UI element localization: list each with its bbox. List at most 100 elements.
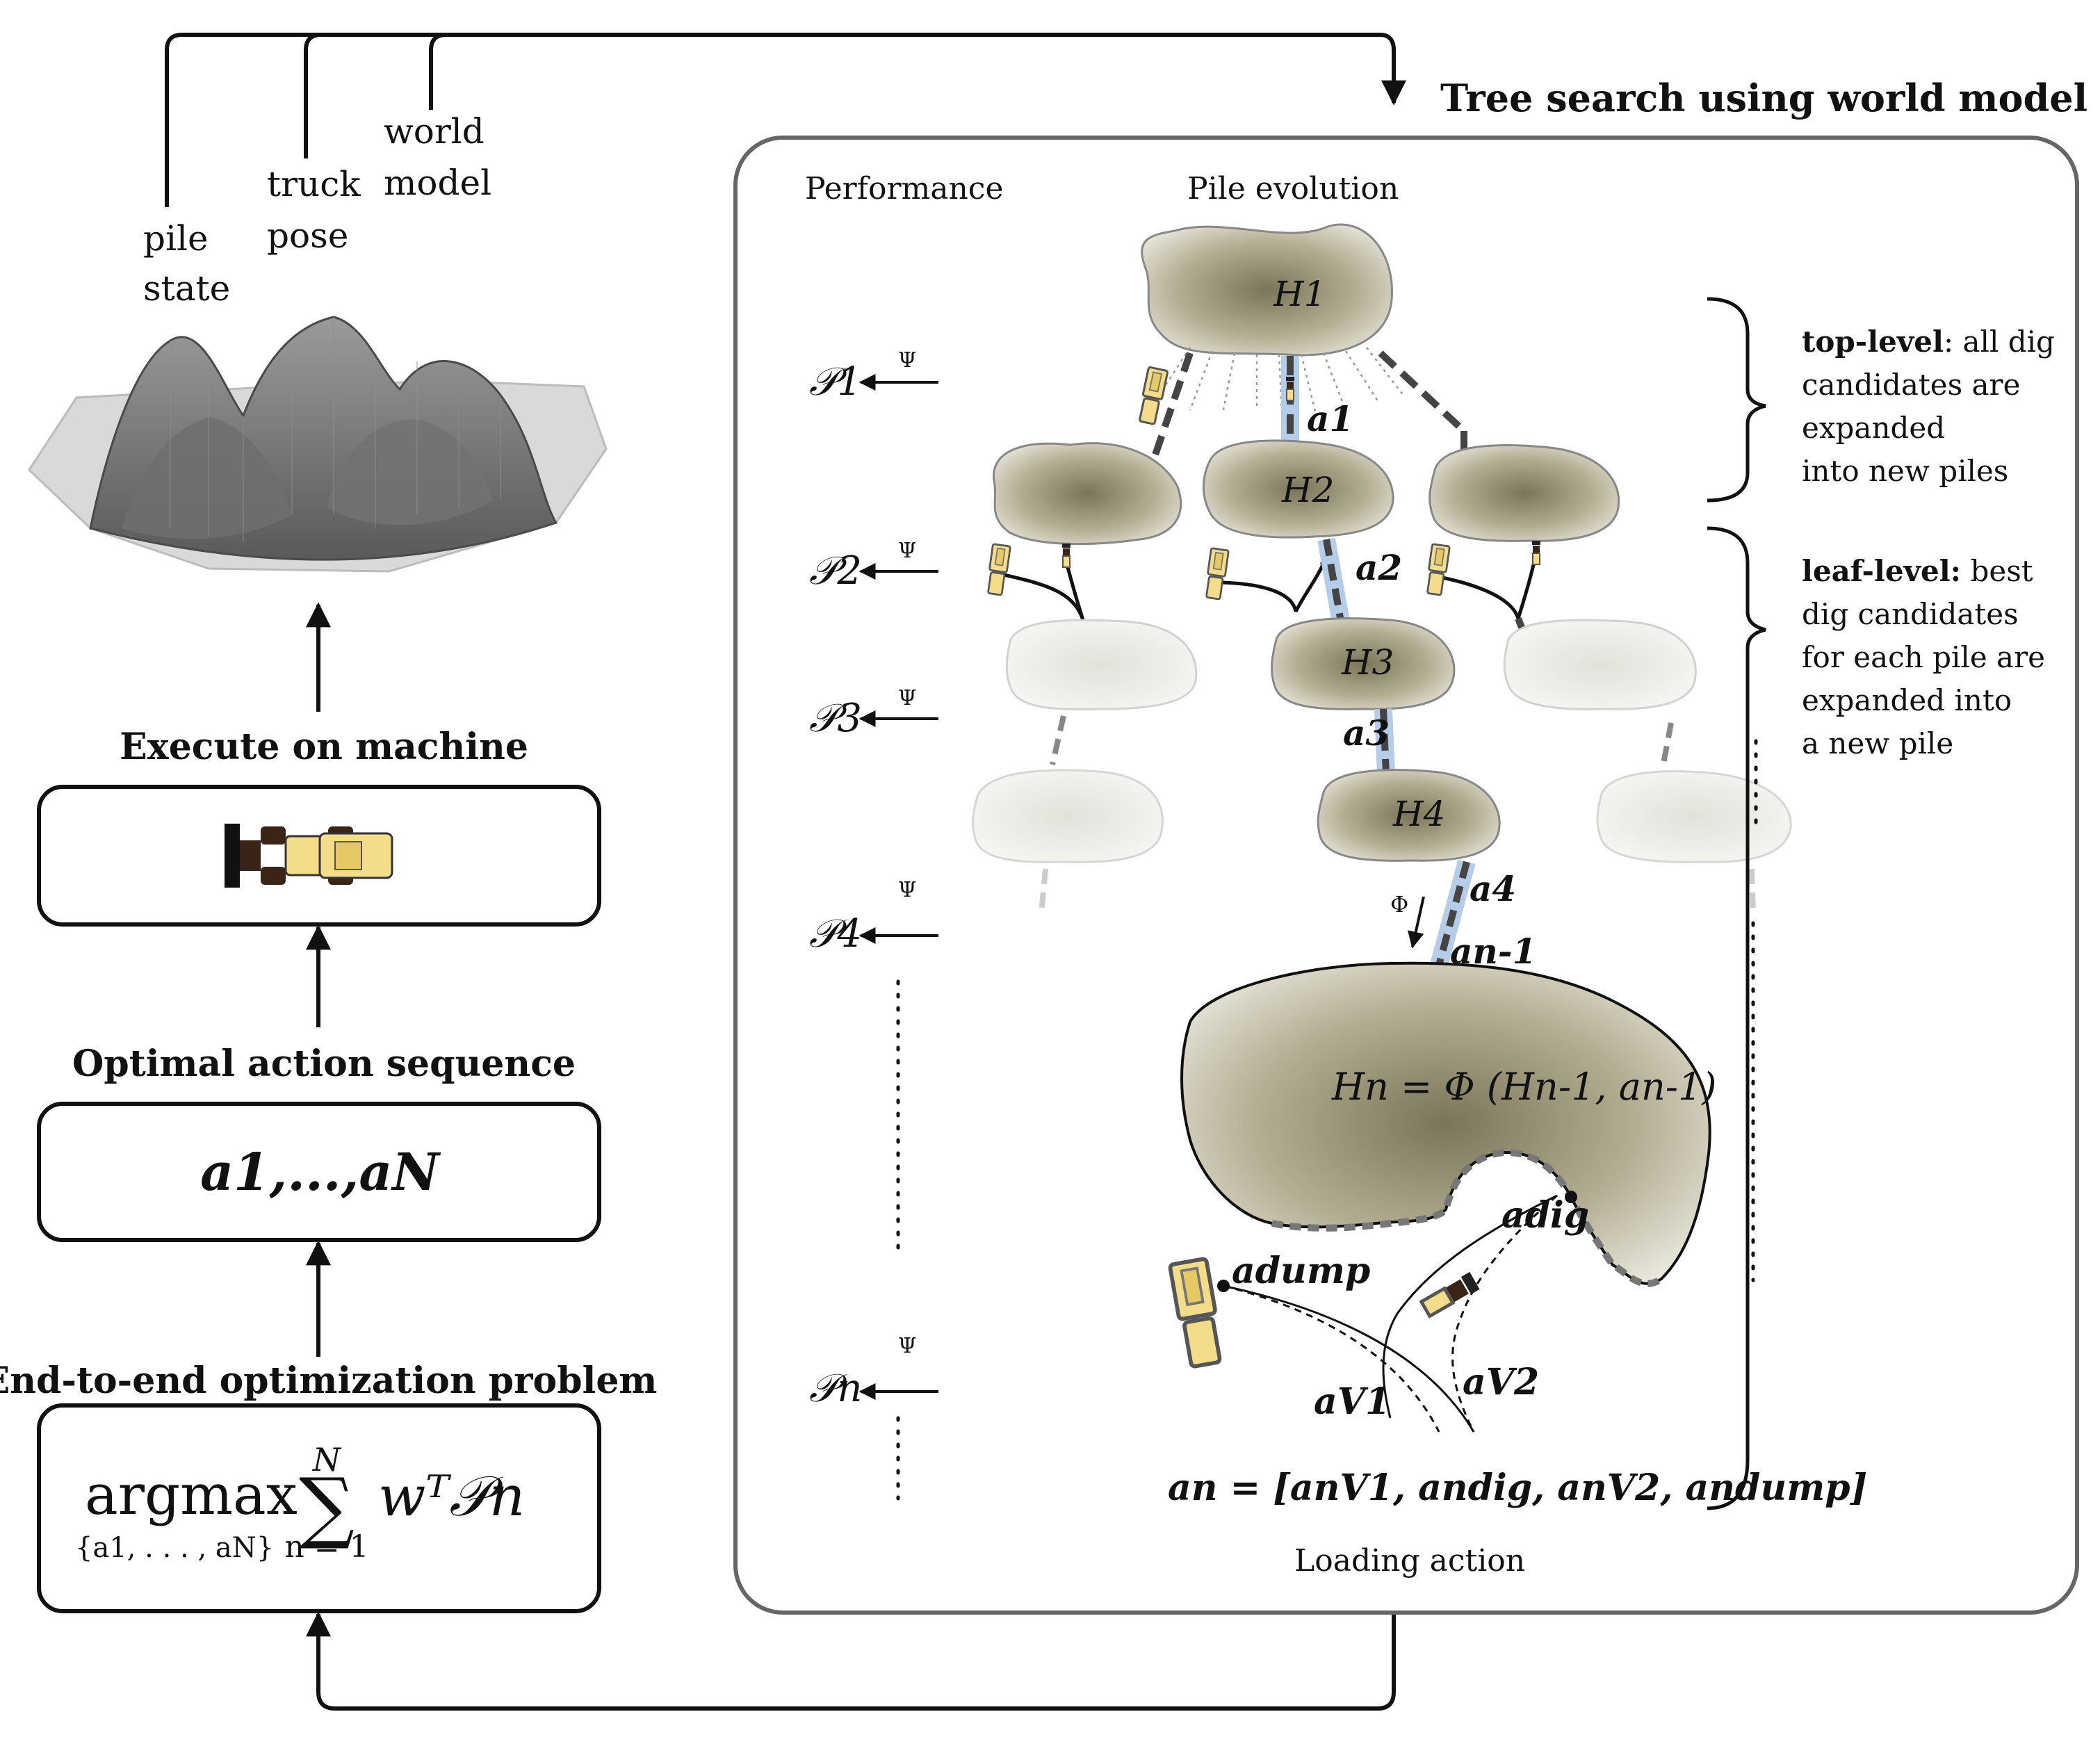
branch-h4-to-hn (1434, 861, 1470, 972)
svg-text:H2: H2 (1281, 470, 1334, 510)
pile-h2: H2 (1203, 439, 1394, 539)
svg-text:wᵀ𝒫n: wᵀ𝒫n (378, 1464, 525, 1528)
svg-text:𝒫2: 𝒫2 (809, 548, 862, 594)
pile-state-label: pile state (143, 218, 230, 309)
performance-row-3: 𝒫3 Ψ (809, 686, 938, 741)
pile-level2-right (1429, 444, 1620, 542)
svg-text:dig candidates: dig candidates (1802, 597, 2019, 631)
svg-text:model: model (384, 163, 491, 203)
performance-row-4: 𝒫4 Ψ (809, 878, 938, 956)
svg-text:expanded into: expanded into (1802, 683, 2012, 717)
svg-text:into new piles: into new piles (1802, 454, 2008, 488)
objective-box (37, 1403, 601, 1613)
svg-text:pile: pile (143, 218, 209, 259)
truck-pose-label: truck pose (267, 164, 361, 256)
loading-action-equation: an = [anV1, andig, anV2, andump] (1168, 1467, 1867, 1509)
truck-pose-wire (304, 33, 322, 158)
svg-text:𝒫4: 𝒫4 (809, 911, 862, 956)
world-model-label: world model (384, 111, 491, 203)
svg-text:Ψ: Ψ (898, 539, 916, 563)
execute-heading: Execute on machine (120, 726, 528, 768)
pile-level4-left-faded (972, 769, 1164, 863)
svg-text:H4: H4 (1392, 794, 1445, 834)
pile-h3: H3 (1271, 617, 1456, 710)
a-v1-label: aV1 (1314, 1380, 1390, 1423)
svg-text:H1: H1 (1273, 274, 1326, 314)
svg-text:𝒫3: 𝒫3 (809, 696, 862, 741)
pile-level3-left-faded (1005, 619, 1198, 711)
branch-level4-right (1749, 868, 1756, 915)
loading-action-caption: Loading action (1294, 1543, 1525, 1579)
pile-level3-right-faded (1503, 619, 1697, 710)
action-sequence-text: a1,...,aN (200, 1143, 441, 1202)
tree-search-title: Tree search using world model (1440, 76, 2087, 120)
top-level-brace (1707, 297, 1766, 503)
top-level-annotation: top-level: all dig candidates are expand… (1802, 325, 2055, 488)
phi-label: Φ (1390, 891, 1408, 918)
performance-row-n: 𝒫n Ψ (809, 1334, 938, 1411)
svg-text:Hn = Φ (Hn-1, an-1): Hn = Φ (Hn-1, an-1) (1331, 1065, 1716, 1109)
a-dig-label: adig (1501, 1194, 1589, 1237)
leaf-level-brace (1707, 526, 1766, 1510)
svg-text:n = 1: n = 1 (284, 1529, 368, 1565)
pile-h1: H1 (1141, 223, 1393, 357)
performance-row-2: 𝒫2 Ψ (809, 539, 938, 594)
objective-formula: argmax {a1, . . . , aN} N ∑ n = 1 wᵀ𝒫n (75, 1441, 525, 1565)
e2e-heading: End-to-end optimization problem (0, 1360, 657, 1402)
pile-evolution-header: Pile evolution (1187, 171, 1399, 206)
svg-text:argmax: argmax (85, 1462, 298, 1527)
loader-icon (1285, 376, 1295, 401)
svg-text:pose: pose (267, 215, 348, 256)
pile-terrain-render (28, 316, 608, 573)
performance-header: Performance (805, 171, 1003, 206)
svg-text:Ψ: Ψ (898, 686, 916, 710)
optimal-heading: Optimal action sequence (72, 1043, 576, 1085)
svg-text:candidates are: candidates are (1802, 368, 2020, 402)
branch-level4-left (1039, 868, 1048, 914)
wheel-loader-icon (225, 824, 393, 888)
action-a2-label: a2 (1356, 547, 1402, 588)
branch-level3-right (1660, 722, 1674, 768)
svg-text:{a1, . . . , aN}: {a1, . . . , aN} (75, 1532, 274, 1564)
a-dump-label: adump (1232, 1250, 1370, 1292)
dig-candidate-fan (1153, 347, 1405, 412)
svg-text:a new pile: a new pile (1802, 726, 1953, 760)
svg-text:for each pile are: for each pile are (1802, 640, 2045, 674)
svg-text:N: N (312, 1441, 342, 1478)
svg-text:Ψ: Ψ (898, 1334, 916, 1358)
pile-h4: H4 (1317, 769, 1501, 862)
svg-text:state: state (143, 268, 230, 309)
svg-text:world: world (384, 111, 485, 152)
phi-arrow (1407, 896, 1425, 949)
svg-text:Ψ: Ψ (898, 878, 916, 902)
performance-row-1: 𝒫1 Ψ (809, 348, 938, 405)
svg-text:truck: truck (267, 164, 361, 204)
world-model-wire (429, 33, 447, 110)
svg-text:top-level: all dig: top-level: all dig (1802, 325, 2055, 359)
svg-text:leaf-level: best: leaf-level: best (1802, 554, 2033, 588)
loading-action-diagram (1170, 1191, 1577, 1433)
svg-text:∑: ∑ (299, 1462, 355, 1552)
svg-text:expanded: expanded (1802, 411, 1945, 445)
svg-text:𝒫1: 𝒫1 (809, 359, 862, 405)
action-a4-label: a4 (1470, 868, 1516, 909)
a-v2-label: aV2 (1463, 1361, 1539, 1403)
pile-level2-left (993, 442, 1182, 546)
pile-level4-right-faded (1596, 770, 1792, 863)
action-a3-label: a3 (1343, 712, 1390, 753)
branch-h3-to-h4 (1380, 708, 1390, 775)
pile-state-wire (165, 33, 1406, 207)
branch-level3-left (1050, 715, 1066, 765)
result-feedback-wire (306, 1611, 1396, 1711)
svg-text:Ψ: Ψ (898, 348, 916, 373)
svg-text:𝒫n: 𝒫n (809, 1366, 862, 1411)
branch-h2-to-h3 (1323, 539, 1345, 626)
branch-h1-left (1150, 352, 1194, 460)
pile-hn: Hn = Φ (Hn-1, an-1) (1180, 961, 1716, 1287)
branch-h1-right (1378, 350, 1467, 434)
action-a1-label: a1 (1307, 398, 1353, 439)
action-sequence-box (37, 1102, 601, 1242)
leaf-level-annotation: leaf-level: best dig candidates for each… (1802, 554, 2045, 760)
svg-text:H3: H3 (1341, 642, 1394, 683)
